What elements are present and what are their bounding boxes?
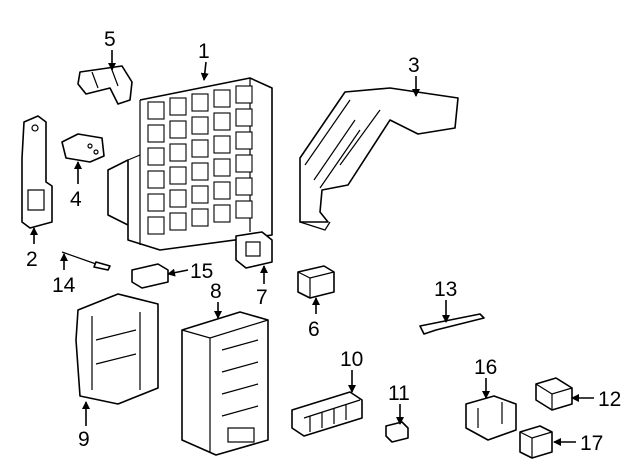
fuse-cell — [169, 120, 187, 139]
part-1-fuse-block — [107, 77, 273, 251]
part-5-top-clip — [77, 65, 133, 105]
fuse-cell — [191, 162, 209, 181]
part-8-fuse-block — [181, 311, 269, 456]
fuse-cell — [191, 185, 209, 204]
fuse-cell — [169, 143, 187, 162]
part-11-terminal — [385, 421, 409, 443]
fuse-cell — [213, 204, 231, 223]
callout-12: 12 — [598, 388, 621, 411]
callout-3: 3 — [408, 54, 420, 77]
callout-9: 9 — [78, 428, 90, 451]
callout-15: 15 — [190, 260, 213, 283]
fuse-cell — [213, 112, 231, 131]
fuse-cell — [213, 89, 231, 108]
part-6-relay — [297, 265, 335, 299]
part-13-strip — [419, 313, 485, 335]
leader-lines — [30, 50, 594, 446]
callout-6: 6 — [308, 318, 320, 341]
callout-17: 17 — [580, 432, 603, 455]
fuse-cell — [213, 135, 231, 154]
part-15-connector — [131, 263, 169, 289]
fuse-cell — [235, 85, 253, 104]
callout-11: 11 — [388, 382, 410, 405]
fuse-cell — [191, 93, 209, 112]
callout-4: 4 — [70, 188, 82, 211]
fuse-cell — [235, 131, 253, 150]
fuse-cell — [147, 170, 165, 189]
part-14-wire — [61, 251, 111, 271]
fuse-cell — [169, 97, 187, 116]
callout-14: 14 — [52, 274, 76, 297]
callout-7: 7 — [256, 286, 268, 309]
fuse-cell — [169, 166, 187, 185]
part-10-connector — [291, 391, 363, 437]
callout-labels: 1 2 3 4 5 6 7 8 9 10 11 12 13 14 15 16 1… — [26, 28, 621, 455]
part-16-holder — [465, 395, 517, 441]
fuse-cell — [213, 181, 231, 200]
callout-16: 16 — [474, 356, 497, 379]
fuse-cell — [235, 154, 253, 173]
fuse-cell — [147, 124, 165, 143]
fuse-cell — [147, 216, 165, 235]
fuse-cell — [147, 147, 165, 166]
fuse-cell — [147, 101, 165, 120]
fuse-cell — [235, 177, 253, 196]
callout-13: 13 — [434, 278, 457, 301]
callout-10: 10 — [340, 348, 363, 371]
callout-1: 1 — [198, 40, 210, 63]
callout-2: 2 — [26, 248, 38, 271]
fuse-cell — [191, 139, 209, 158]
part-12-relay — [535, 377, 573, 411]
fuse-cell — [213, 158, 231, 177]
part-4-clip — [61, 133, 105, 163]
part-17-relay — [519, 425, 553, 459]
fuse-cell — [191, 208, 209, 227]
fuse-cell — [191, 116, 209, 135]
callout-5: 5 — [104, 28, 116, 51]
part-7-connector — [235, 231, 273, 269]
part-3-arm-bracket — [299, 87, 459, 231]
fuse-cell — [147, 193, 165, 212]
fuse-cell — [235, 200, 253, 219]
fuse-cell — [169, 189, 187, 208]
fuse-cell — [169, 212, 187, 231]
part-2-bracket — [21, 115, 53, 229]
part-9-bracket — [75, 293, 159, 405]
fuse-cell — [235, 108, 253, 127]
callout-8: 8 — [210, 280, 222, 303]
